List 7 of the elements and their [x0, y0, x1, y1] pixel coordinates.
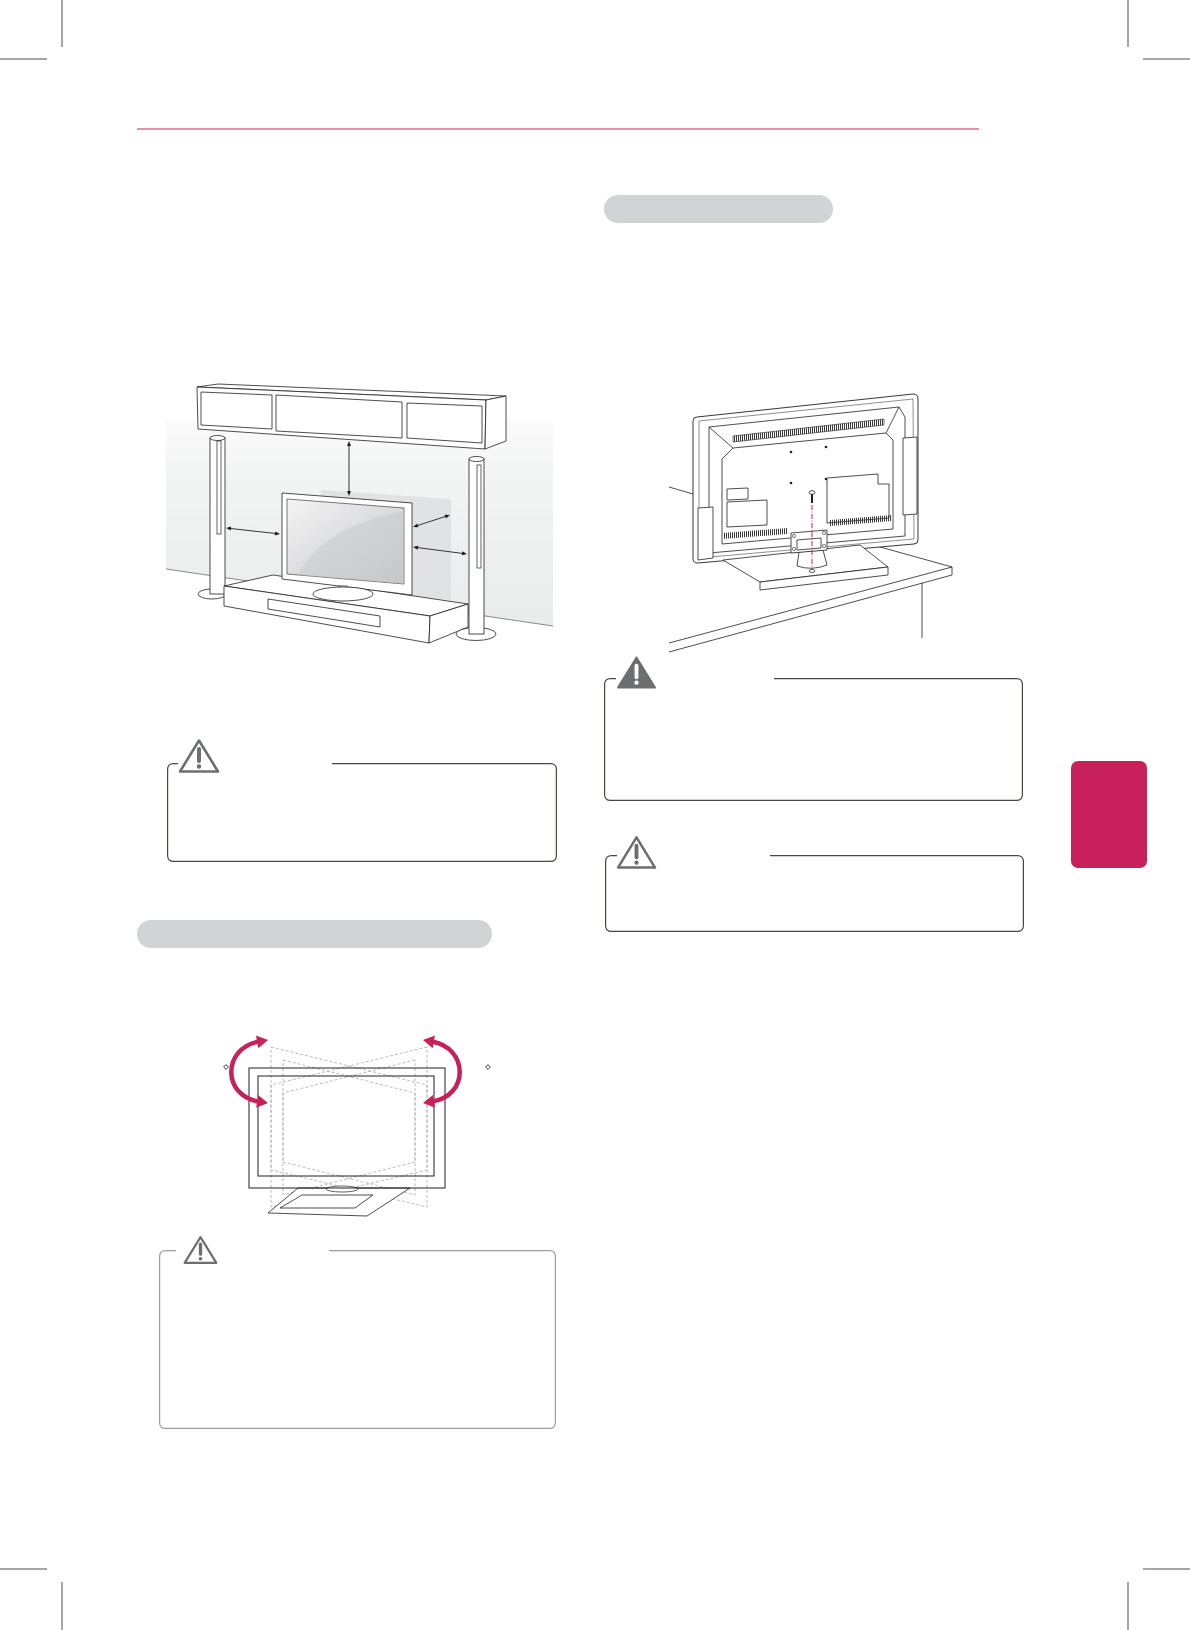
- caution-frame: [604, 678, 1023, 801]
- heading-bar: [137, 920, 492, 948]
- heading-bar: [604, 195, 833, 223]
- caution-frame: [605, 855, 1024, 932]
- caution-frame: [167, 763, 557, 862]
- caution-frame: [159, 1250, 556, 1429]
- side-tab: [1071, 761, 1147, 868]
